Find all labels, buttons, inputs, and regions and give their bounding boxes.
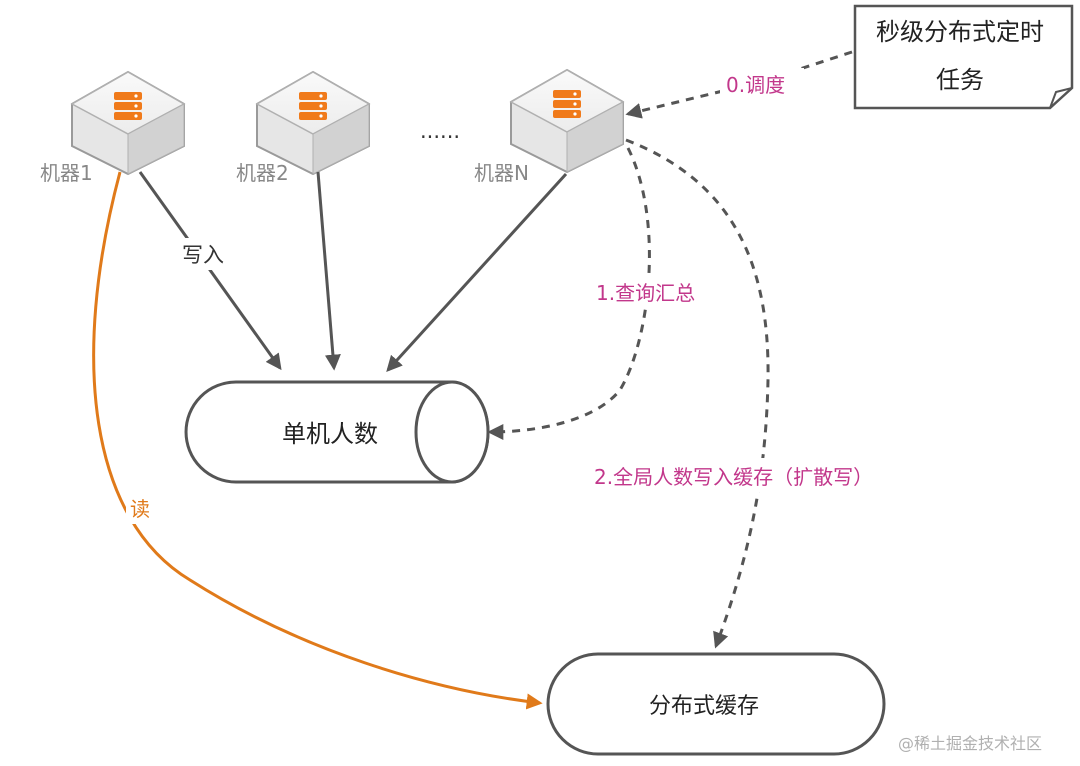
write-label-bg (170, 238, 236, 270)
server-icon (299, 92, 327, 120)
read-label: 读 (130, 497, 150, 521)
query-label-bg (588, 276, 710, 308)
global-write-label-bg (590, 458, 916, 492)
arrow-query-aggregate (487, 147, 651, 440)
arrow-write-machine-2 (316, 171, 341, 371)
machine-1 (70, 70, 186, 176)
store-cache-label: 分布式缓存 (649, 694, 759, 719)
machine-n (509, 68, 625, 174)
arrow-global-write (625, 138, 770, 649)
store-local-count: 单机人数 (184, 380, 490, 484)
watermark: @稀土掘金技术社区 (898, 734, 1042, 753)
server-icon (114, 92, 142, 120)
schedule-label-bg (720, 68, 804, 98)
arrow-read (92, 171, 543, 710)
scheduler-line-2: 任务 (936, 66, 984, 94)
server-icon (553, 90, 581, 118)
global-write-label: 2.全局人数写入缓存（扩散写） (594, 465, 873, 489)
machine-n-label: 机器N (474, 161, 529, 185)
arrow-write-machine-n (386, 172, 568, 372)
machines-ellipsis: ...... (420, 119, 460, 143)
scheduler-note: 秒级分布式定时 任务 (853, 4, 1074, 110)
read-label-bg (126, 494, 160, 524)
store-distributed-cache: 分布式缓存 (546, 652, 886, 756)
machine-2-label: 机器2 (236, 161, 289, 185)
query-label: 1.查询汇总 (596, 281, 695, 305)
schedule-label: 0.调度 (726, 73, 785, 97)
machine-1-label: 机器1 (40, 161, 93, 185)
scheduler-line-1: 秒级分布式定时 (876, 18, 1044, 46)
write-label: 写入 (182, 243, 224, 267)
store-local-label: 单机人数 (282, 420, 378, 448)
machine-2 (255, 70, 371, 176)
